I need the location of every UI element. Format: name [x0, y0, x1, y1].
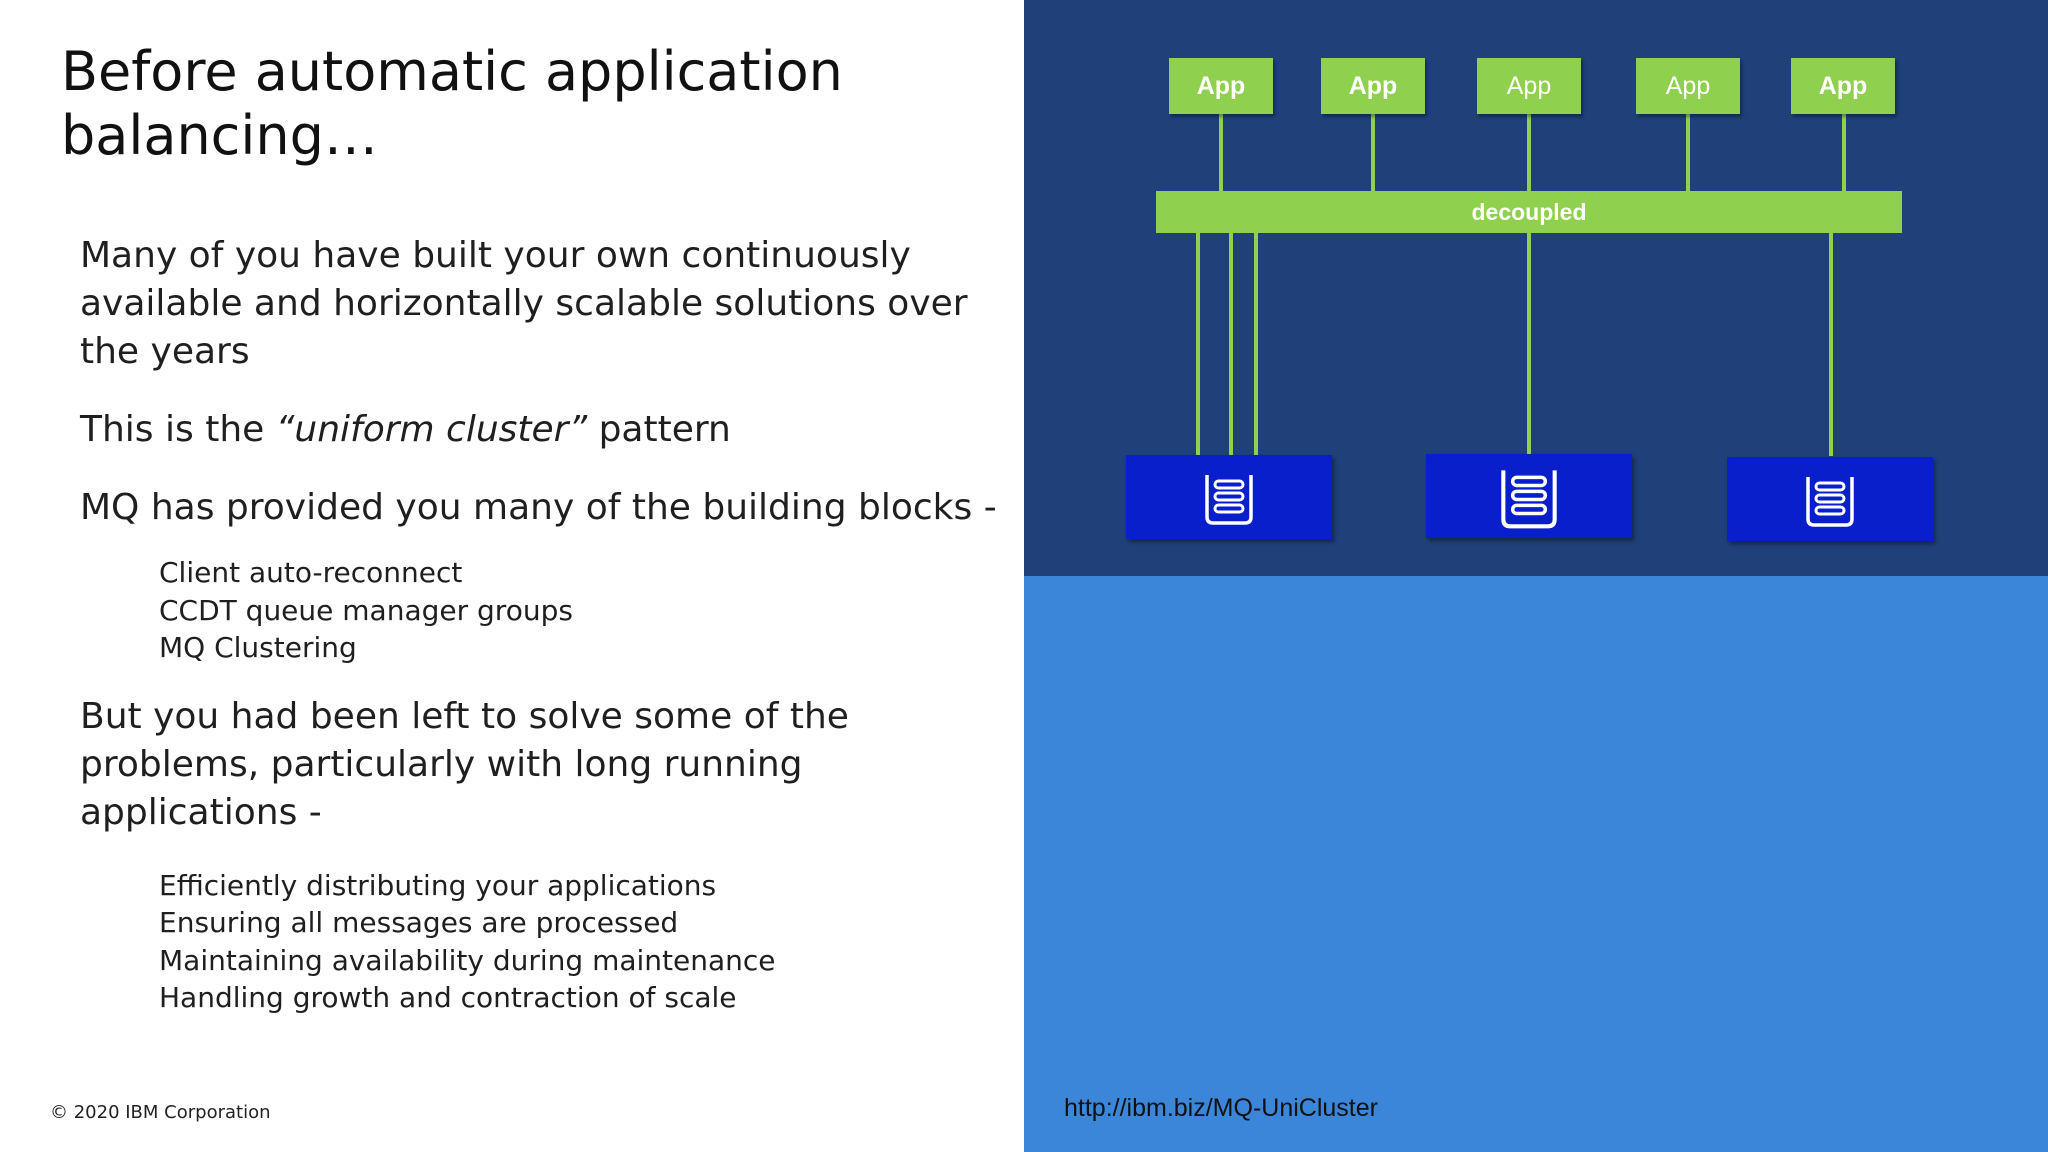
app-box: App	[1636, 58, 1740, 114]
slide-title: Before automatic application balancing…	[61, 40, 843, 167]
uniform-cluster-emphasis: “uniform cluster”	[275, 409, 588, 450]
app-box: App	[1791, 58, 1895, 114]
slide-text-panel: Before automatic application balancing… …	[50, 40, 1000, 1123]
queue-icon	[1501, 470, 1557, 529]
qm-connector-line	[1254, 232, 1258, 456]
reference-link[interactable]: http://ibm.biz/MQ-UniCluster	[1064, 1094, 1378, 1122]
slide-body: Many of you have built your own continuo…	[80, 232, 1000, 1043]
list-item: Client auto-reconnect	[159, 556, 463, 589]
list-item: MQ Clustering	[159, 631, 357, 664]
paragraph-problems: But you had been left to solve some of t…	[80, 695, 849, 833]
queue-icon	[1205, 475, 1253, 525]
app-box: App	[1477, 58, 1581, 114]
diagram-area: App App App App App decoupled	[1024, 0, 2048, 576]
app-box: App	[1169, 58, 1273, 114]
app-connector-line	[1686, 114, 1690, 192]
list-item: Maintaining availability during maintena…	[159, 943, 776, 977]
decoupled-bus: decoupled	[1156, 191, 1902, 233]
app-connector-line	[1527, 114, 1531, 192]
qm-connector-line	[1196, 232, 1200, 456]
diagram-panel: App App App App App decoupled	[1024, 0, 2048, 1152]
app-connector-line	[1371, 114, 1375, 192]
uniform-cluster-prefix: This is the	[80, 409, 276, 450]
paragraph-building-blocks: MQ has provided you many of the building…	[80, 487, 997, 528]
qm-connector-line	[1527, 232, 1531, 456]
qm-connector-line	[1829, 232, 1833, 456]
list-item: Efficiently distributing your applicatio…	[159, 868, 717, 902]
queue-manager	[1727, 457, 1933, 541]
qm-connector-line	[1229, 232, 1233, 456]
list-item: CCDT queue manager groups	[159, 593, 573, 627]
building-blocks-list: Client auto-reconnect CCDT queue manager…	[159, 554, 1000, 667]
queue-manager	[1126, 455, 1332, 539]
app-connector-line	[1219, 114, 1223, 192]
problems-list: Efficiently distributing your applicatio…	[159, 867, 1000, 1017]
uniform-cluster-suffix: pattern	[587, 409, 731, 450]
queue-manager	[1426, 454, 1632, 538]
queue-icon	[1806, 477, 1854, 527]
copyright-text: © 2020 IBM Corporation	[50, 1102, 271, 1123]
list-item: Ensuring all messages are processed	[159, 906, 679, 939]
list-item: Handling growth and contraction of scale	[159, 981, 737, 1014]
paragraph-built-solutions: Many of you have built your own continuo…	[80, 235, 968, 372]
app-connector-line	[1842, 114, 1846, 192]
app-box: App	[1321, 58, 1425, 114]
paragraph-uniform-cluster: This is the “uniform cluster” pattern	[80, 406, 1000, 454]
